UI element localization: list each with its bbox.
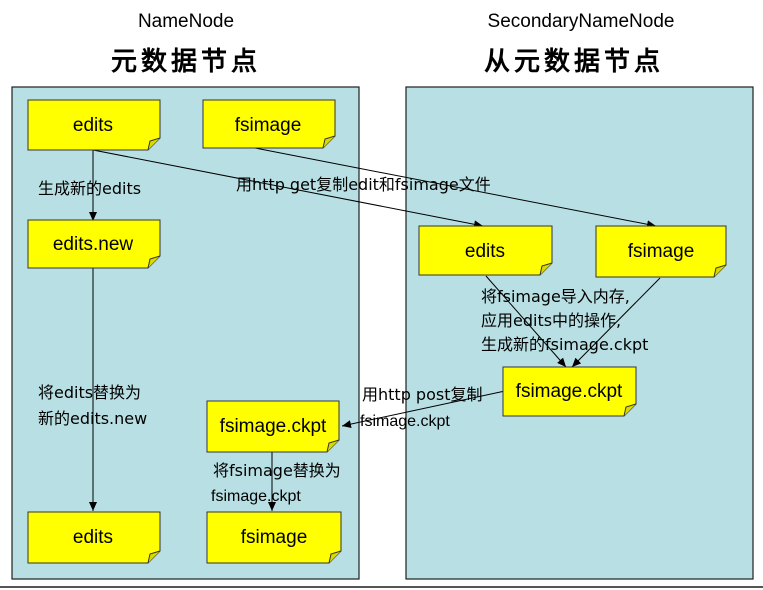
label-http-get: 用http get复制edit和fsimage文件: [236, 175, 491, 194]
namenode-panel: [11, 86, 360, 580]
node-label: fsimage.ckpt: [220, 416, 327, 437]
node-namenode-edits: edits: [27, 99, 161, 151]
label-merge-line3: 生成新的fsimage.ckpt: [481, 335, 648, 354]
arrow-http-post-ckpt: [341, 390, 506, 429]
node-label: fsimage: [241, 527, 308, 548]
node-secondary-edits: edits: [418, 225, 553, 276]
node-label: edits.new: [53, 234, 134, 255]
node-namenode-fsimage-ckpt: fsimage.ckpt: [206, 400, 340, 453]
arrow-snn-edits-to-ckpt: [485, 275, 567, 368]
secondary-namenode-panel: [405, 86, 754, 580]
label-replace-edits-line2: 新的edits.new: [38, 409, 147, 428]
namenode-title-cn: 元数据节点: [111, 46, 261, 77]
node-secondary-fsimage: fsimage: [595, 225, 727, 278]
node-namenode-fsimage: fsimage: [202, 99, 336, 149]
node-label: edits: [73, 527, 113, 548]
label-replace-fsimage-line1: 将fsimage替换为: [213, 461, 341, 480]
node-namenode-fsimage-final: fsimage: [206, 511, 342, 564]
namenode-title: NameNode: [138, 11, 234, 32]
node-label: fsimage: [235, 115, 302, 136]
arrow-snn-fsimage-to-ckpt: [571, 277, 661, 368]
secondary-namenode-title: SecondaryNameNode: [488, 11, 675, 32]
node-label: fsimage: [628, 241, 695, 262]
node-label: edits: [465, 241, 505, 262]
node-namenode-edits-new: edits.new: [27, 219, 161, 269]
label-merge-line1: 将fsimage导入内存,: [481, 287, 630, 306]
label-http-post-line2: fsimage.ckpt: [360, 413, 450, 430]
node-label: fsimage.ckpt: [516, 381, 623, 402]
arrow-http-get-edits: [92, 149, 484, 229]
node-label: edits: [73, 115, 113, 136]
label-merge-line2: 应用edits中的操作,: [481, 311, 621, 330]
label-replace-fsimage-line2: fsimage.ckpt: [211, 488, 301, 505]
label-http-post-line1: 用http post复制: [362, 385, 483, 404]
label-replace-edits-line1: 将edits替换为: [38, 383, 141, 402]
secondary-namenode-title-cn: 从元数据节点: [484, 46, 664, 77]
node-namenode-edits-final: edits: [27, 511, 161, 564]
node-secondary-fsimage-ckpt: fsimage.ckpt: [502, 366, 637, 417]
label-gen-new-edits: 生成新的edits: [38, 179, 141, 198]
arrow-http-get-fsimage: [254, 147, 657, 229]
